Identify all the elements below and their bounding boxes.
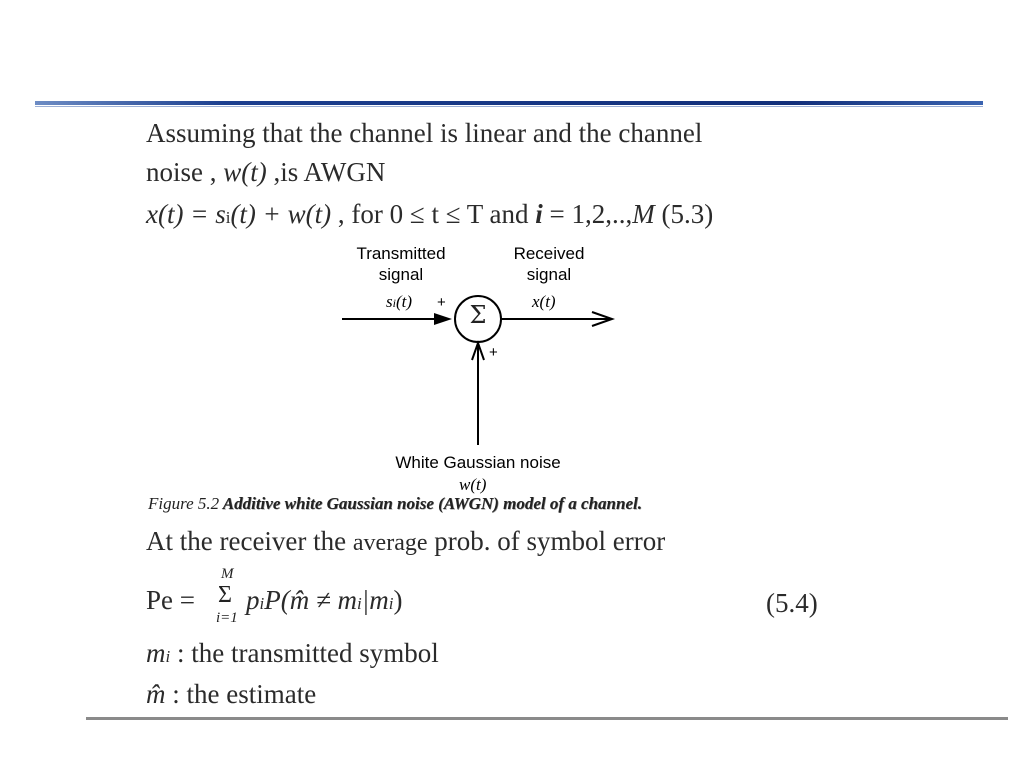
header-rule (35, 101, 983, 108)
noise-arrow-head (471, 339, 485, 361)
eq53-b: (t) + w(t) (230, 199, 332, 229)
sum-upper: M (221, 566, 234, 582)
definition-mhat: m̂ : the estimate (146, 679, 317, 709)
receiver-text-c: prob. (434, 526, 491, 556)
rx-label-line-2: signal (526, 265, 572, 284)
eq53-e: = 1,2,.., (549, 199, 633, 229)
equation-5-3: x(t) = si(t) + w(t) , for 0 ≤ t ≤ T and … (146, 199, 713, 230)
receiver-text-d: of (497, 526, 520, 556)
receiver-text-b: average (352, 530, 428, 556)
equation-number-5-4: (5.4) (766, 588, 818, 618)
output-arrow-head (591, 311, 616, 327)
eq53-a: x(t) = s (146, 199, 226, 229)
figure-title: Additive white Gaussian noise (AWGN) mod… (222, 494, 642, 513)
received-signal-math: x(t) (532, 292, 556, 311)
figure-caption: Figure 5.2 Additive white Gaussian noise… (148, 494, 642, 514)
transmitted-signal-math: si(t) (386, 292, 413, 311)
tx-label-line-1: Transmitted (356, 244, 446, 263)
line-2-text-a: noise , (146, 157, 217, 187)
eq53-d: i (535, 199, 543, 229)
line-1-text: Assuming that the channel is linear and … (146, 118, 703, 148)
figure-number: Figure 5.2 (148, 494, 220, 513)
sum-lower: i=1 (216, 610, 238, 626)
receiver-text-a: At the receiver the (146, 526, 347, 556)
pe-body: piP(m̂ ≠ mi|mi) (246, 585, 403, 615)
definition-mi: mi : the transmitted symbol (146, 638, 439, 668)
received-signal-label: Received signal (496, 243, 602, 285)
noise-symbol: w(t) (223, 157, 267, 187)
eq53-c: , for 0 ≤ t ≤ T and (337, 199, 529, 229)
sum-symbol: Σ (469, 301, 487, 329)
text-line-1: Assuming that the channel is linear and … (146, 118, 702, 149)
line-2-text-c: ,is AWGN (273, 157, 386, 187)
text-line-2: noise , w(t) ,is AWGN (146, 157, 385, 188)
pe-lhs: Pe = (146, 585, 195, 615)
summation: M Σ i=1 (216, 566, 240, 632)
footer-rule (86, 717, 1008, 720)
receiver-text-e: symbol error (526, 526, 666, 556)
noise-math: w(t) (459, 475, 487, 494)
eq53-f: M (632, 199, 655, 229)
sum-symbol-eq: Σ (218, 582, 232, 608)
eq53-number: (5.3) (661, 199, 714, 229)
noise-label: White Gaussian noise (395, 453, 561, 472)
rx-label-line-1: Received (513, 244, 585, 263)
eq53-sub: i (225, 208, 231, 227)
transmitted-signal-label: Transmitted signal (338, 243, 464, 285)
receiver-line: At the receiver the average prob. of sym… (146, 526, 665, 557)
input-arrow-head (434, 313, 452, 325)
awgn-diagram (342, 295, 616, 445)
tx-label-line-2: signal (378, 265, 424, 284)
plus-sign-bottom: + (489, 344, 498, 361)
plus-sign-left: + (437, 294, 446, 311)
